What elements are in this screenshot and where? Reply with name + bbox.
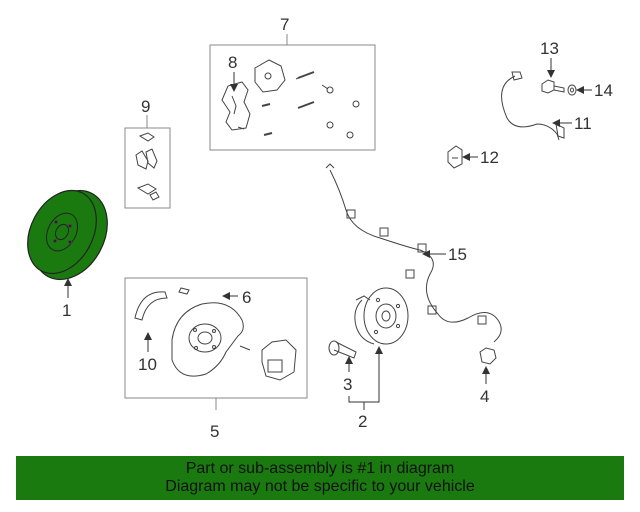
callout-6: 6 <box>242 288 251 307</box>
fitment-notice-banner: Part or sub-assembly is #1 in diagram Di… <box>16 456 624 500</box>
part-9-pad-kit[interactable] <box>124 127 171 209</box>
callout-11: 11 <box>574 114 592 133</box>
callout-3: 3 <box>343 375 352 394</box>
part-12-bracket-clip[interactable] <box>447 145 463 169</box>
callout-12: 12 <box>480 148 499 167</box>
callout-13: 13 <box>540 39 559 58</box>
parts-diagram: 1 2 3 4 5 6 7 8 9 10 11 12 13 14 15 <box>14 15 613 441</box>
banner-line-1: Part or sub-assembly is #1 in diagram <box>185 460 455 477</box>
part-11-wheel-speed-sensor[interactable] <box>501 71 565 141</box>
callout-8: 8 <box>228 53 237 72</box>
part-15-abs-sensor-harness[interactable] <box>325 163 502 343</box>
part-3-hub-bolt[interactable] <box>328 340 357 359</box>
part-5-backing-plate-assembly[interactable] <box>124 277 308 399</box>
callout-2: 2 <box>358 412 367 431</box>
part-1-brake-rotor[interactable] <box>14 178 122 293</box>
callout-4: 4 <box>480 387 489 406</box>
part-2-hub-bearing[interactable] <box>354 287 409 345</box>
callout-14: 14 <box>594 81 613 100</box>
callout-7: 7 <box>280 15 289 34</box>
part-14-washer[interactable] <box>567 84 577 96</box>
callout-1: 1 <box>62 301 71 320</box>
part-13-sensor-bolt[interactable] <box>541 79 565 94</box>
callout-9: 9 <box>141 97 150 116</box>
callout-15: 15 <box>448 245 467 264</box>
callout-5: 5 <box>210 422 219 441</box>
banner-line-2: Diagram may not be specific to your vehi… <box>165 478 475 495</box>
part-4-hub-nut[interactable] <box>479 347 497 365</box>
callout-10: 10 <box>138 355 157 374</box>
part-7-caliper-kit[interactable] <box>209 44 376 151</box>
